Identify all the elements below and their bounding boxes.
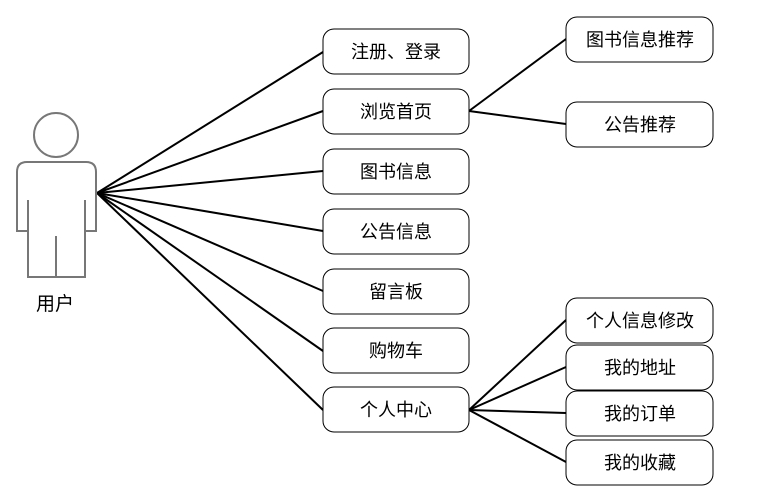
actor-label: 用户: [36, 293, 74, 315]
use-case-register-login-label: 注册、登录: [351, 42, 441, 63]
use-case-personal-center-label: 个人中心: [360, 400, 432, 421]
use-case-book-info-label: 图书信息: [360, 162, 432, 183]
connections: [96, 38, 567, 463]
sub-case-edit-profile-label: 个人信息修改: [586, 311, 694, 332]
use-case-browse-home-label: 浏览首页: [360, 102, 432, 123]
sub-case-notice-recommend-label: 公告推荐: [604, 115, 676, 136]
actor-head: [33, 112, 79, 158]
use-case-browse-home: 浏览首页: [322, 88, 470, 135]
use-case-book-info: 图书信息: [322, 148, 470, 195]
edge-user-browse-home: [96, 110, 324, 194]
edge-browse-book-recommend: [468, 38, 567, 112]
use-case-register-login: 注册、登录: [322, 28, 470, 75]
edge-user-book-info: [96, 170, 324, 194]
use-case-cart-label: 购物车: [369, 341, 423, 362]
edge-center-my-orders: [468, 409, 567, 414]
edge-center-my-favorites: [468, 409, 567, 463]
sub-case-my-orders-label: 我的订单: [604, 404, 676, 425]
sub-case-edit-profile: 个人信息修改: [565, 297, 714, 344]
use-case-message-board-label: 留言板: [369, 282, 423, 303]
sub-case-book-recommend-label: 图书信息推荐: [586, 30, 694, 51]
edge-user-message-board: [96, 192, 324, 292]
sub-case-my-orders: 我的订单: [565, 390, 714, 437]
sub-case-my-favorites: 我的收藏: [565, 439, 714, 486]
sub-case-my-favorites-label: 我的收藏: [604, 453, 676, 474]
edge-user-register-login: [96, 51, 324, 194]
edge-browse-notice-recommend: [468, 110, 567, 125]
actor-body: [16, 161, 97, 278]
sub-case-my-address-label: 我的地址: [604, 358, 676, 379]
sub-case-my-address: 我的地址: [565, 344, 714, 391]
edge-center-edit-profile: [468, 319, 567, 411]
edge-center-my-address: [468, 366, 567, 411]
edge-user-personal-center: [96, 192, 324, 411]
use-case-personal-center: 个人中心: [322, 386, 470, 433]
use-case-cart: 购物车: [322, 327, 470, 374]
edge-user-notice-info: [96, 192, 324, 232]
edge-user-cart: [96, 192, 324, 352]
sub-case-notice-recommend: 公告推荐: [565, 101, 714, 148]
use-case-message-board: 留言板: [322, 268, 470, 315]
use-case-notice-info: 公告信息: [322, 208, 470, 255]
use-case-notice-info-label: 公告信息: [360, 222, 432, 243]
user-actor: 用户: [16, 112, 97, 315]
sub-case-book-recommend: 图书信息推荐: [565, 16, 714, 63]
